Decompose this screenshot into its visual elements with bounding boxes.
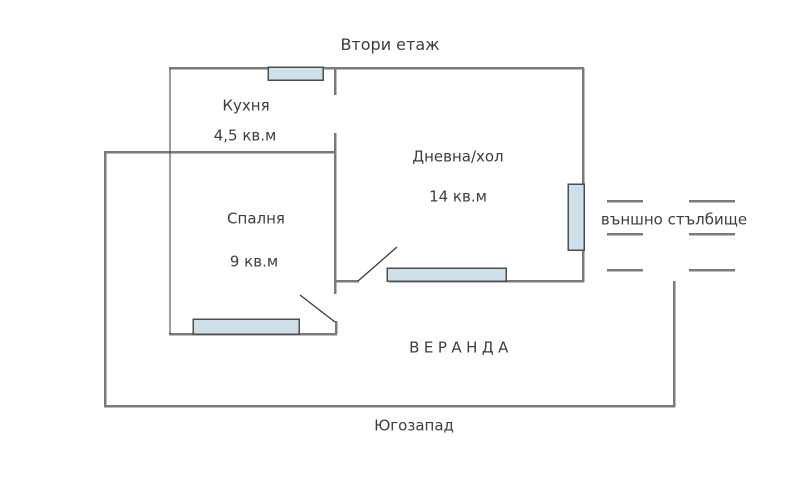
- kitchen-label: Кухня: [222, 96, 270, 115]
- bedroom-area: 9 кв.м: [229, 252, 279, 271]
- bedroom-label: Спалня: [227, 209, 285, 228]
- windows: [192, 66, 585, 335]
- kitchen-window: [267, 66, 324, 81]
- staircase-treads: [607, 199, 735, 272]
- direction-label: Югозапад: [374, 416, 454, 435]
- door-swing-living-veranda: [357, 246, 398, 282]
- door-swing-bedroom: [299, 294, 336, 323]
- walls: [103, 66, 676, 408]
- living-east-window: [567, 183, 585, 251]
- living-south-window: [386, 267, 507, 282]
- living-area: 14 кв.м: [429, 187, 487, 206]
- kitchen-area: 4,5 кв.м: [213, 126, 277, 145]
- staircase-label: външно стълбище: [600, 210, 748, 229]
- floor-title: Втори етаж: [340, 35, 440, 54]
- living-label: Дневна/хол: [412, 147, 504, 166]
- bedroom-window: [192, 318, 300, 335]
- doors: [299, 246, 398, 323]
- veranda-label: ВЕРАНДА: [409, 338, 513, 357]
